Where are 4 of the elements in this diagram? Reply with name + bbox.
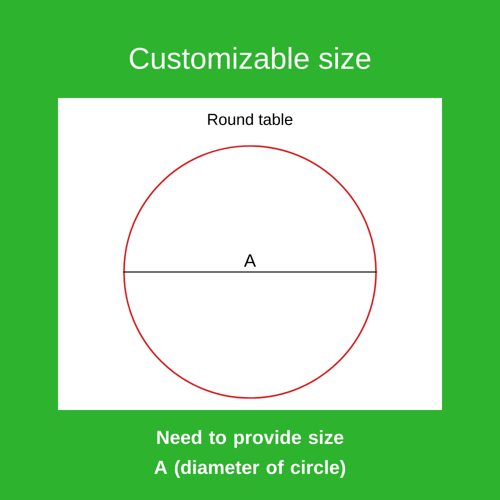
title: Customizable size xyxy=(130,46,370,70)
dimension-label: A xyxy=(244,254,256,267)
circle-shape xyxy=(123,145,377,399)
caption: Need to provide size A (diameter of circle) xyxy=(154,430,346,478)
